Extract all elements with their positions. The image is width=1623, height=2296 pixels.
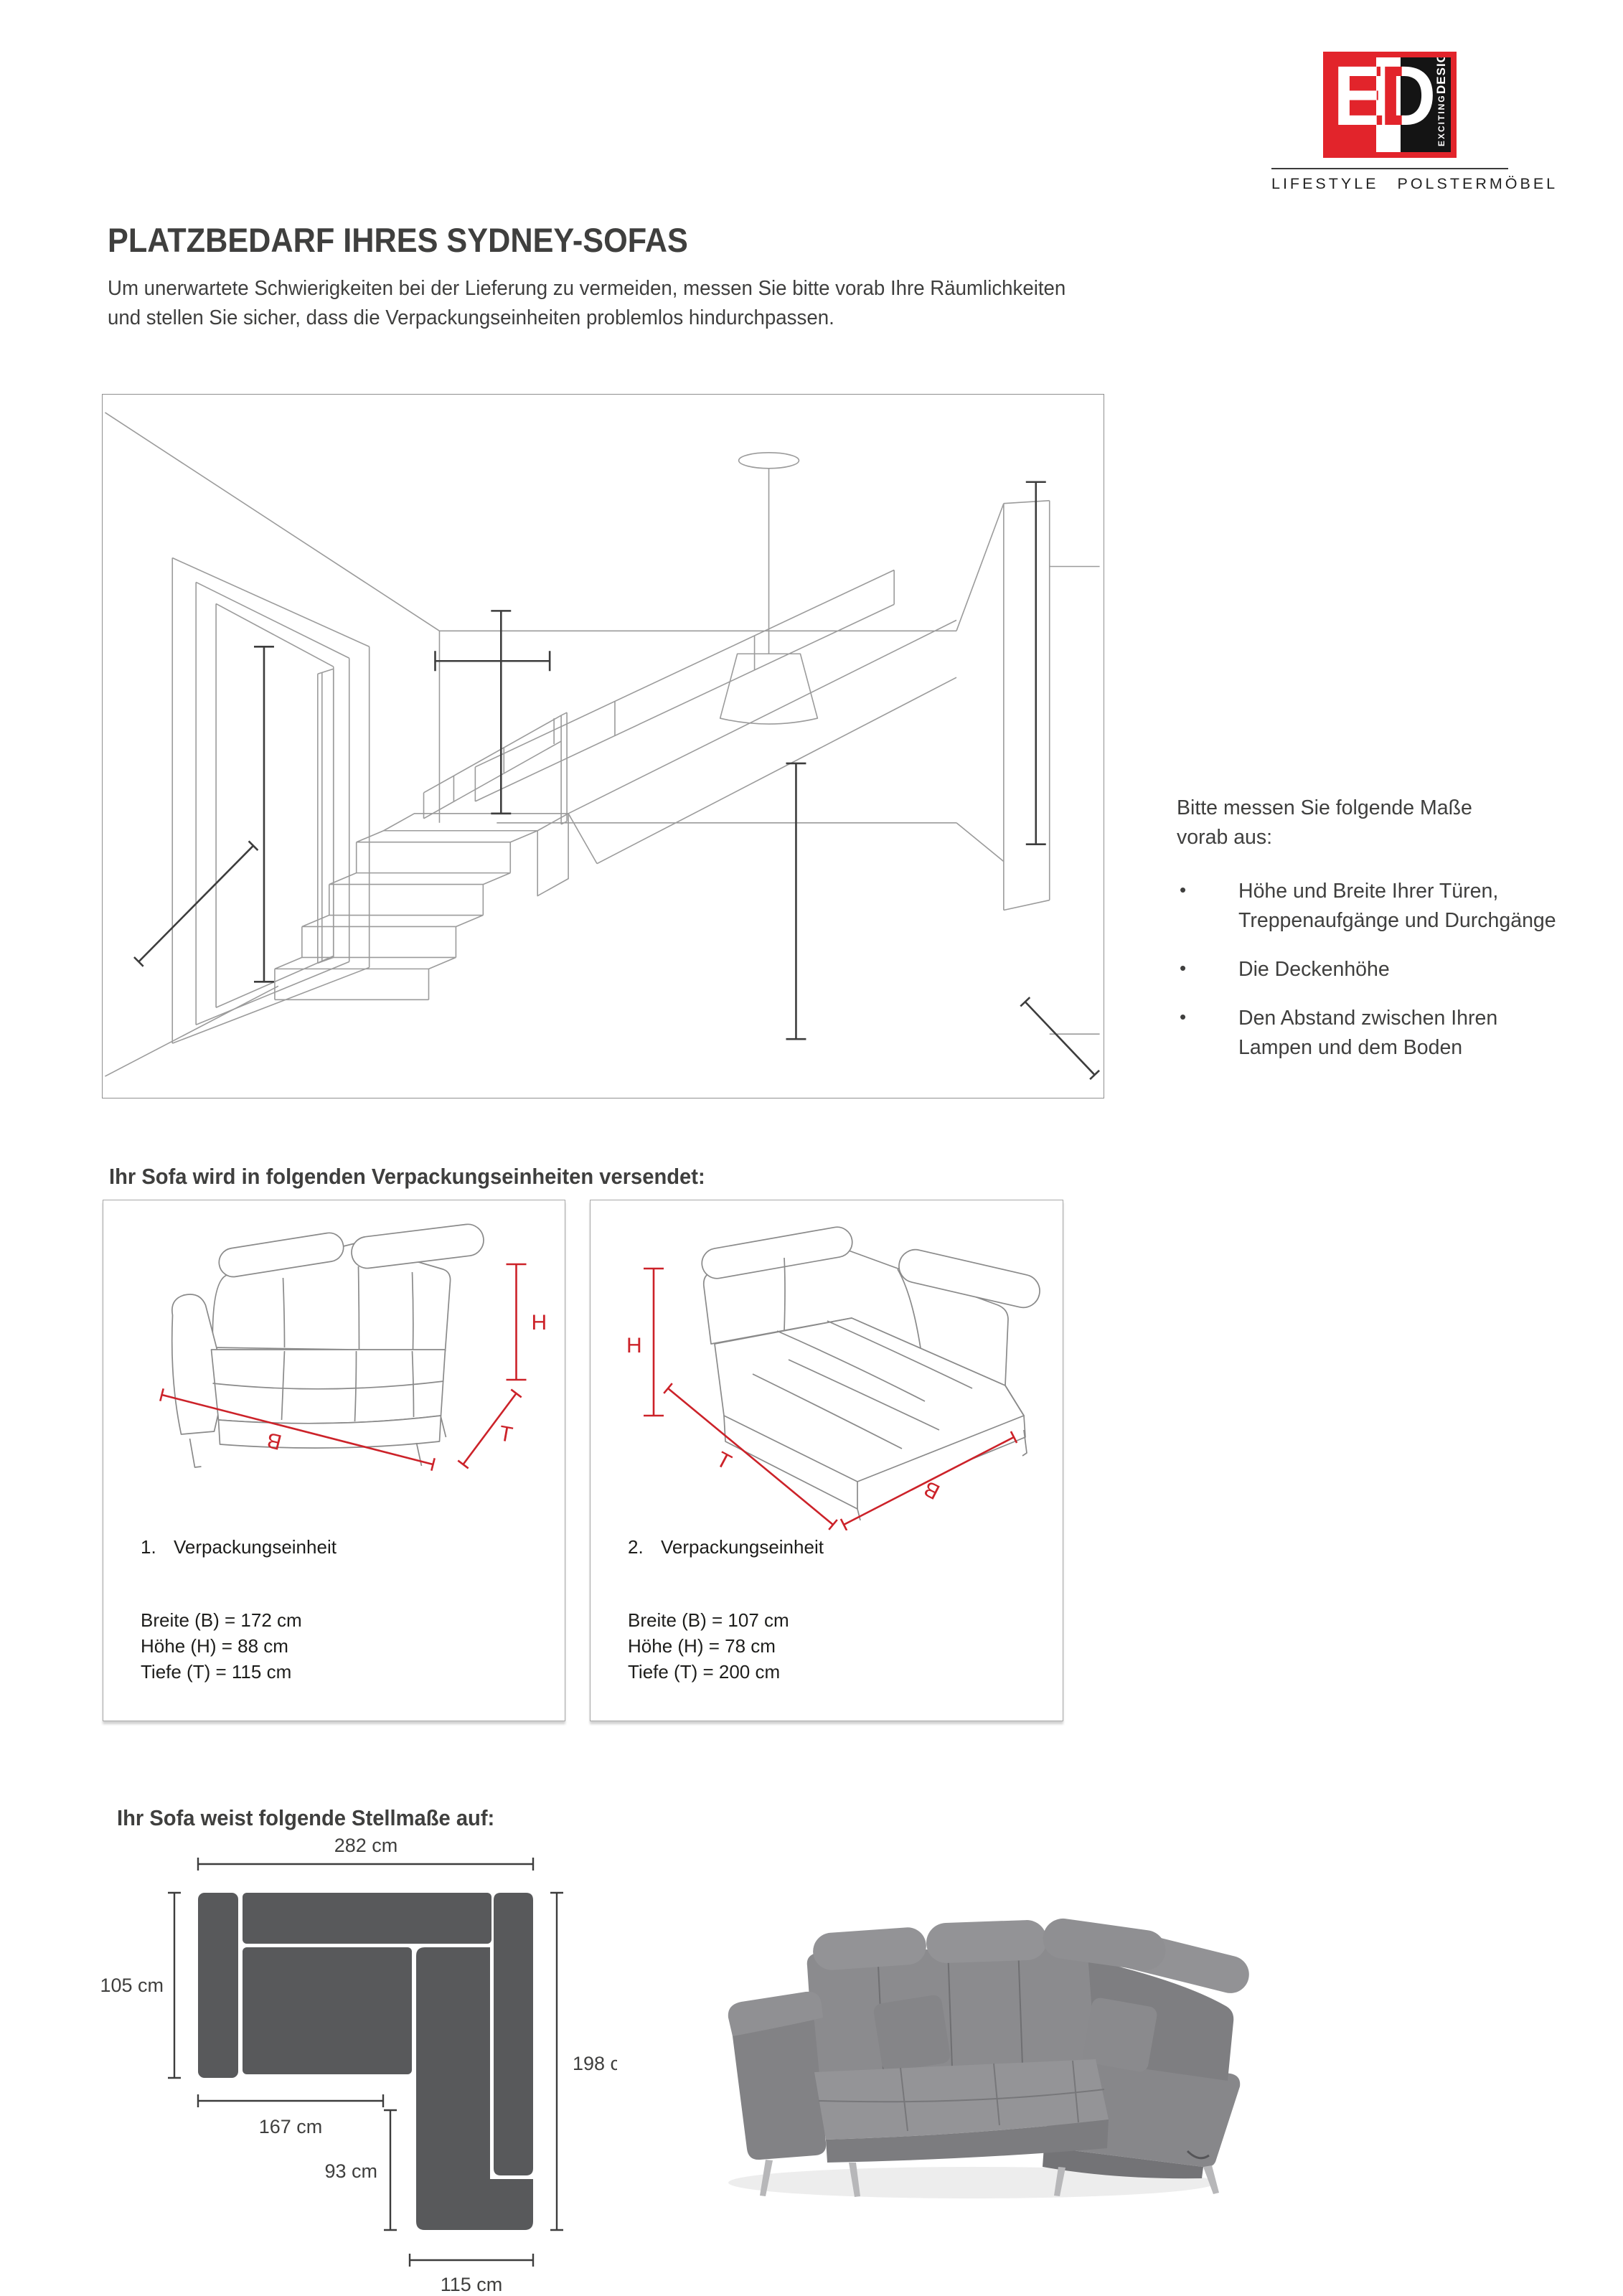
plan-inner-depth-label: 93 cm [324,2160,377,2182]
plan-left-depth-label: 105 cm [100,1975,164,1996]
packaging-unit-1-box: H B T 1.Verpackungseinheit Breite (B) = … [103,1200,565,1721]
sofa-1-lineart [171,1223,484,1468]
height-letter: H [626,1334,642,1358]
footprint-plan-drawing: 282 cm 105 cm 198 cm 167 cm 93 cm 115 cm [100,1835,636,2295]
logo-red-block [1329,57,1376,152]
room-measure-figure [102,394,1104,1098]
sofa-product-photo [685,1858,1266,2210]
room-drawing [104,412,1100,1081]
bullet-icon: • [1180,879,1187,901]
packaging-unit-1-drawing: H B T [159,1223,547,1472]
measure-note-heading: Bitte messen Sie folgende Maße vorab aus… [1177,796,1472,850]
plan-total-width-label: 282 cm [334,1835,398,1856]
plan-shapes [198,1893,533,2230]
tiefe-value: Tiefe (T) = 200 cm [628,1660,781,1683]
plan-measurement-lines [168,1858,563,2267]
page-title: PLATZBEDARF IHRES SYDNEY-SOFAS [108,221,688,260]
hoehe-value: Höhe (H) = 88 cm [141,1634,288,1657]
intro-line-1: Um unerwartete Schwierigkeiten bei der L… [108,277,1066,300]
packaging-unit-2-box: H T B 2.Verpackungseinheit Breite (B) = … [590,1200,1063,1721]
depth-letter: T [497,1421,514,1447]
packaging-unit-1-dimensions: Breite (B) = 172 cm Höhe (H) = 88 cm Tie… [141,1608,302,1685]
breite-value: Breite (B) = 172 cm [141,1609,302,1631]
list-item: •Den Abstand zwischen Ihren Lampen und d… [1177,1004,1564,1063]
room-measurement-lines [133,481,1100,1081]
intro-paragraph: Um unerwartete Schwierigkeiten bei der L… [108,274,1065,334]
packaging-heading: Ihr Sofa wird in folgenden Verpackungsei… [109,1163,705,1189]
logo-black-panel [1401,57,1451,152]
packaging-unit-2-drawing: H T B [626,1226,1040,1531]
packaging-unit-2-dimensions: Breite (B) = 107 cm Höhe (H) = 78 cm Tie… [628,1608,789,1685]
measure-note: Bitte messen Sie folgende Maße vorab aus… [1177,794,1564,1082]
width-letter: B [920,1476,944,1503]
hoehe-value: Höhe (H) = 78 cm [628,1634,776,1657]
plan-seat-width-label: 167 cm [259,2116,323,2137]
bullet-icon: • [1180,1006,1187,1028]
room-structure [104,412,1100,1077]
sofa-2-lineart [701,1226,1040,1521]
packaging-unit-2-caption: 2.Verpackungseinheit [628,1536,824,1558]
bullet-icon: • [1180,957,1187,979]
list-item: •Die Deckenhöhe [1177,955,1564,984]
brand-divider [1271,168,1508,169]
depth-letter: T [712,1447,735,1474]
plan-right-depth-label: 198 cm [573,2053,617,2074]
footprint-heading: Ihr Sofa weist folgende Stellmaße auf: [117,1805,495,1830]
sofa-2-dimension-lines [644,1267,1018,1531]
measure-note-list: •Höhe und Breite Ihrer Türen, Treppenauf… [1177,877,1564,1063]
logo-letters: ED ED ED [1333,52,1436,144]
plan-chaise-width-label: 115 cm [441,2274,503,2295]
sofa-1-dimension-lines [159,1263,527,1472]
tiefe-value: Tiefe (T) = 115 cm [141,1660,292,1683]
brand-block: ED ED ED EXCITING DESIGN LIFESTYLE POLST… [1271,52,1558,193]
plan-labels: 282 cm 105 cm 198 cm 167 cm 93 cm 115 cm [100,1835,636,2295]
packaging-unit-1-caption: 1.Verpackungseinheit [141,1536,337,1558]
sofa-photo-illustration [728,1918,1249,2198]
logo-vertical-text: EXCITING DESIGN [1434,52,1448,146]
breite-value: Breite (B) = 107 cm [628,1609,789,1631]
company-logo-icon: ED ED ED EXCITING DESIGN [1323,52,1457,158]
brand-tagline: LIFESTYLE POLSTERMÖBEL [1271,175,1558,192]
intro-line-2: und stellen Sie sicher, dass die Verpack… [108,306,834,330]
height-letter: H [532,1311,547,1335]
footprint-plan-figure: 282 cm 105 cm 198 cm 167 cm 93 cm 115 cm [100,1826,636,2296]
list-item: •Höhe und Breite Ihrer Türen, Treppenauf… [1177,877,1564,936]
